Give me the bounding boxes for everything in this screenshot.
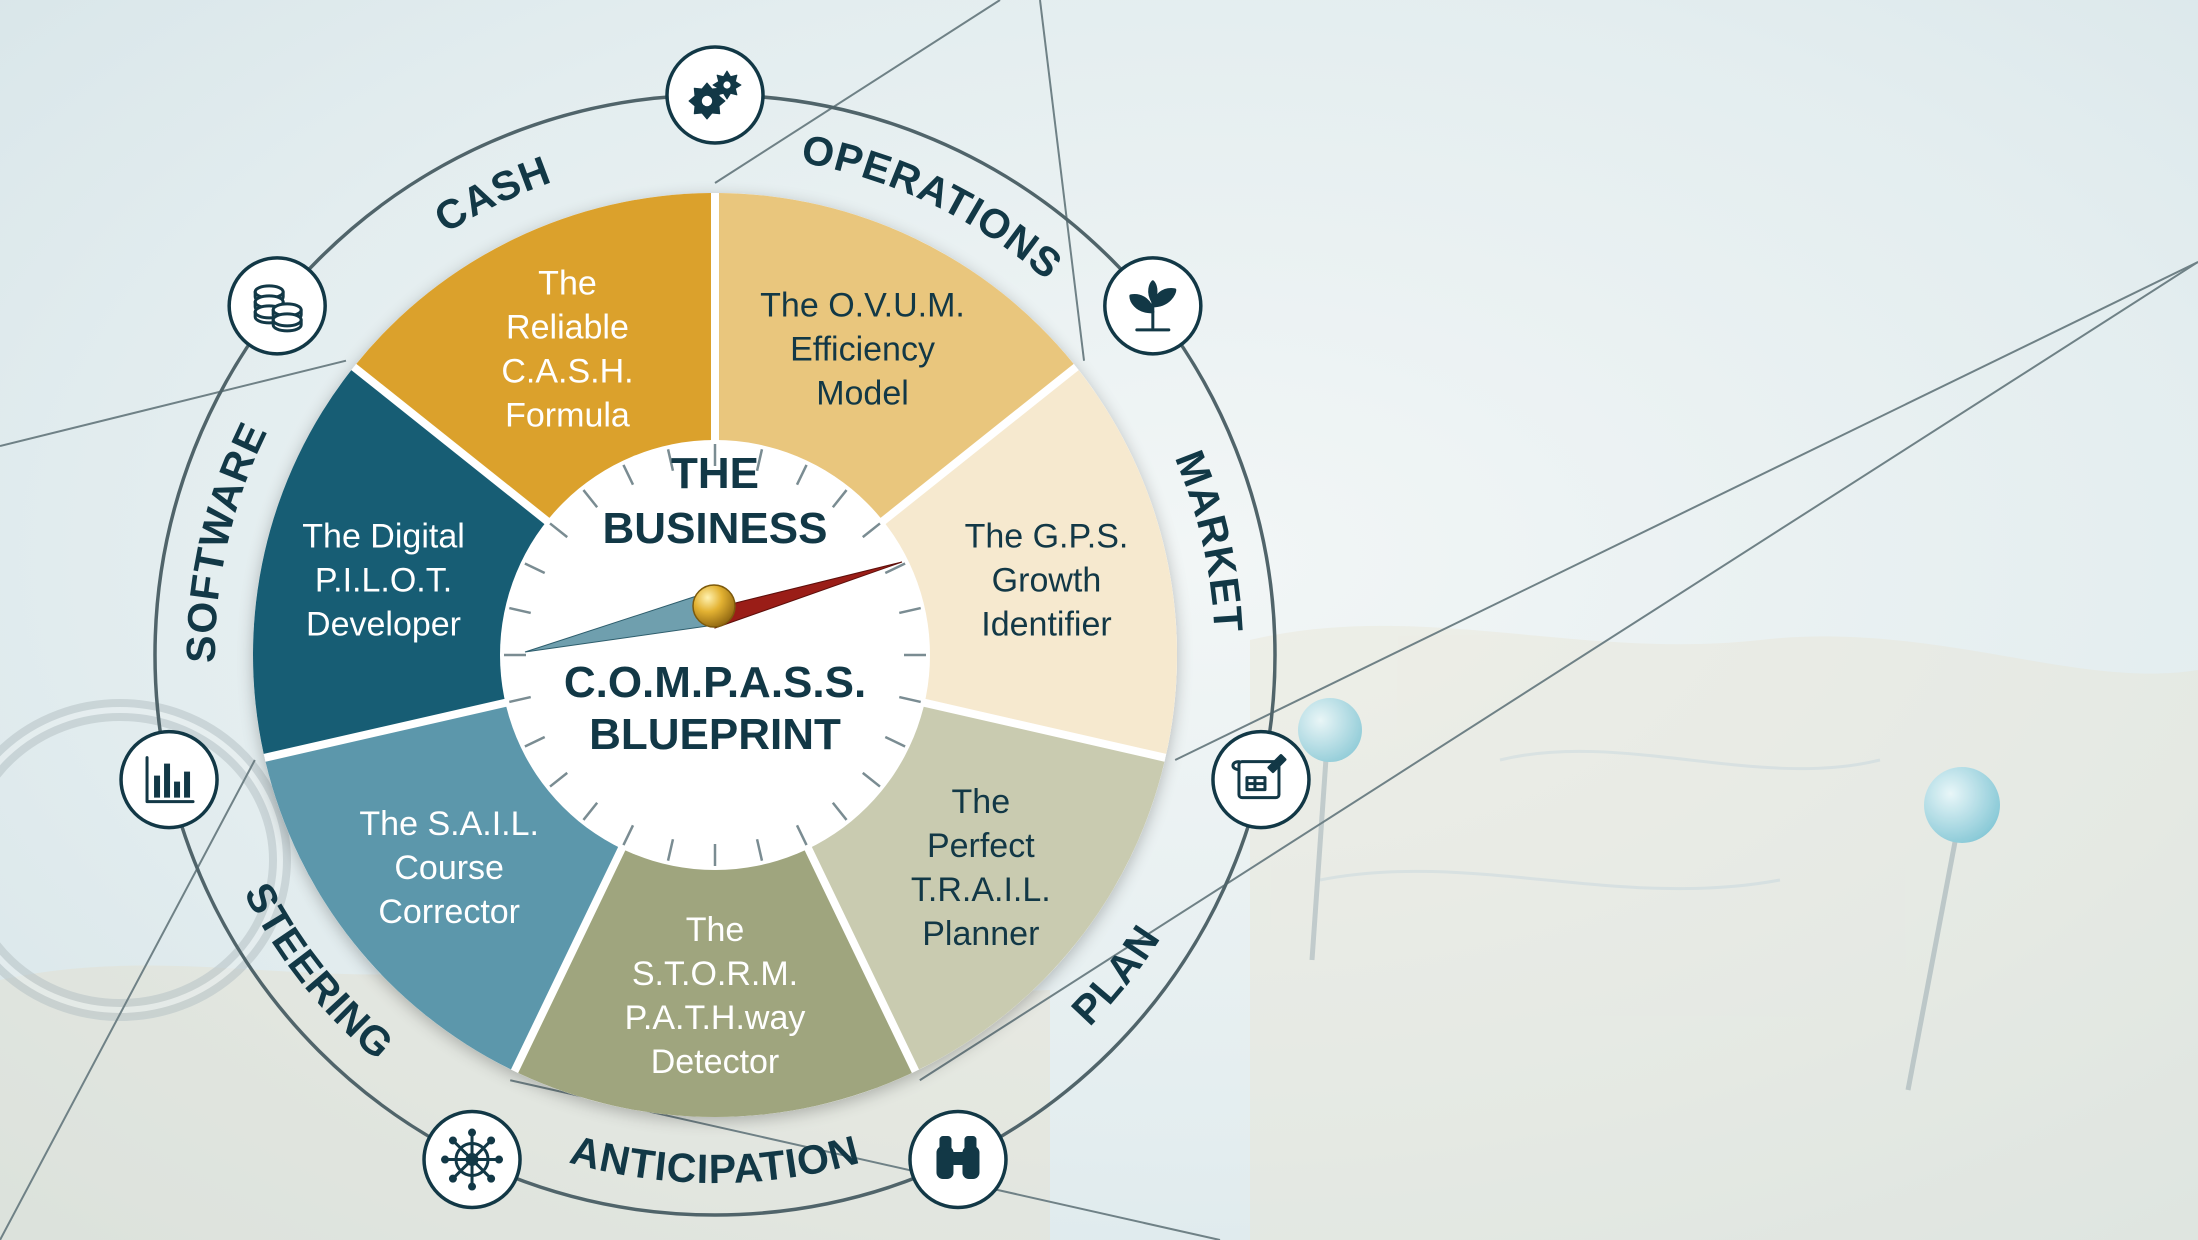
decorative-ring <box>0 699 291 1021</box>
needle-pivot <box>692 584 736 628</box>
hub-tick <box>666 449 675 472</box>
ship-wheel-icon <box>441 1128 504 1191</box>
hub-tick <box>509 606 532 615</box>
segment-label-market-line-2: Growth <box>992 561 1102 599</box>
segment-label-anticipation-line-4: Detector <box>651 1043 780 1081</box>
segment-label-market-line-1: The G.P.S. <box>965 517 1129 555</box>
badge-anticipation <box>908 1109 1008 1210</box>
hub-tick <box>861 771 881 788</box>
compass-needle <box>524 561 903 653</box>
segment-label-cash-line-1: The <box>538 265 597 303</box>
segment-label-plan-line-4: Planner <box>922 915 1039 953</box>
connector-line-software <box>0 759 256 1240</box>
badge-cash <box>227 256 327 356</box>
segment-label-anticipation-line-1: The <box>686 911 745 949</box>
hub-subtitle-line-2: BLUEPRINT <box>589 710 841 759</box>
hub-tick <box>795 824 808 846</box>
map-pin-right <box>1905 767 2000 1091</box>
segment-label-anticipation-line-3: P.A.T.H.way <box>625 999 806 1037</box>
hub-tick <box>582 801 599 821</box>
segment-label-cash-line-3: C.A.S.H. <box>501 353 633 391</box>
segment-software <box>253 370 545 754</box>
segment-cash <box>356 193 712 518</box>
hub-tick <box>755 838 764 861</box>
segment-label-anticipation-line-2: S.T.O.R.M. <box>632 955 798 993</box>
hub-tick <box>582 489 599 509</box>
badge-software <box>119 729 219 830</box>
segment-plan <box>811 706 1165 1070</box>
segment-label-plan-line-3: T.R.A.I.L. <box>911 871 1051 909</box>
hub-tick <box>622 464 635 486</box>
segment-steering <box>265 706 619 1070</box>
segment-operations <box>718 193 1074 518</box>
segment-label-software-line-1: The Digital <box>302 517 465 555</box>
hub-tick <box>524 735 546 748</box>
hub-circle <box>500 440 930 870</box>
badge-steering <box>422 1109 522 1210</box>
category-icons <box>119 45 1311 1210</box>
connector-line-cash <box>0 359 347 447</box>
wheel-segments <box>253 193 1178 1117</box>
segment-market <box>885 370 1178 754</box>
hub-tick <box>666 838 675 861</box>
hub-title-line-2: BUSINESS <box>603 504 828 553</box>
hub-tick <box>509 695 532 704</box>
connector-line-anticipation <box>919 261 2198 1082</box>
binoculars-icon <box>936 1136 980 1180</box>
segment-label-plan-line-1: The <box>952 783 1011 821</box>
segment-label-market-line-3: Identifier <box>981 605 1111 643</box>
segment-label-cash-line-4: Formula <box>505 397 630 435</box>
segment-label-steering-line-2: Course <box>394 849 504 887</box>
hub-tick <box>549 522 569 539</box>
coin-stack-icon <box>253 284 303 333</box>
segment-label-operations-line-1: The O.V.U.M. <box>760 287 965 325</box>
hub-tick <box>884 562 906 575</box>
plant-sprout-icon <box>1129 280 1177 332</box>
hub-tick <box>861 522 881 539</box>
hub-tick <box>524 562 546 575</box>
hub-tick <box>755 449 764 472</box>
map-pin-left <box>1298 698 1362 961</box>
segment-label-software-line-3: Developer <box>306 605 461 643</box>
badge-operations <box>665 45 765 145</box>
bar-chart-icon <box>145 756 195 804</box>
hub-tick <box>831 489 848 509</box>
segment-label-steering-line-1: The S.A.I.L. <box>359 805 539 843</box>
hub-tick <box>622 824 635 846</box>
hub-tick-marks <box>504 444 926 866</box>
gears-icon <box>688 70 742 120</box>
segment-label-operations-line-3: Model <box>816 375 909 413</box>
hub-tick <box>831 801 848 821</box>
connector-line-market <box>1039 0 1086 361</box>
hub-tick <box>795 464 808 486</box>
segment-label-operations-line-2: Efficiency <box>790 331 935 369</box>
hub-tick <box>549 771 569 788</box>
hub-subtitle-line-1: C.O.M.P.A.S.S. <box>564 658 866 707</box>
segment-label-steering-line-3: Corrector <box>378 893 520 931</box>
connector-line-plan <box>1174 261 2198 761</box>
segment-label-cash-line-2: Reliable <box>506 309 629 347</box>
segment-anticipation <box>518 850 912 1117</box>
hub-tick <box>898 606 921 615</box>
hub-title-line-1: THE <box>671 449 759 498</box>
segment-label-plan-line-2: Perfect <box>927 827 1035 865</box>
connector-line-operations <box>714 0 1001 184</box>
badge-plan <box>1211 729 1311 830</box>
segment-label-software-line-2: P.I.L.O.T. <box>315 561 452 599</box>
badge-market <box>1103 256 1203 356</box>
hub-tick <box>884 735 906 748</box>
blueprint-plan-icon <box>1231 754 1287 800</box>
hub-tick <box>898 695 921 704</box>
